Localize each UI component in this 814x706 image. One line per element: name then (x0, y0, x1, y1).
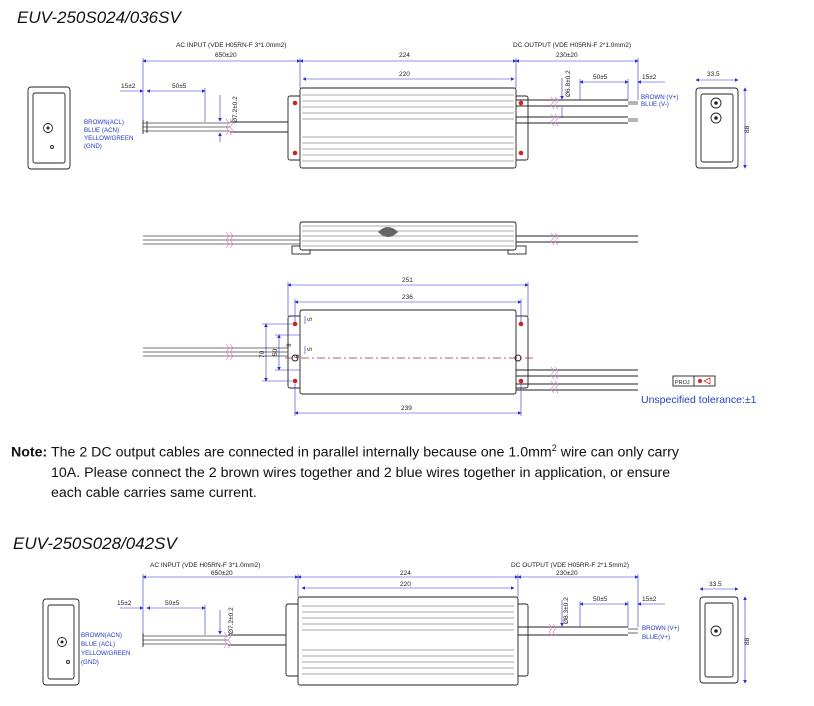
dim-251: 251 (402, 277, 413, 284)
dim-230: 230±20 (556, 52, 578, 59)
lower-ac-input-label: AC INPUT (VDE H05RN-F 3*1.0mm2) (150, 562, 260, 569)
lower-ac-yellow-green-label: YELLOW/GREEN (81, 650, 131, 657)
lower-dim-50-right: 50±5 (593, 596, 608, 603)
dim-70: 70 (259, 350, 266, 358)
proj-label: PROJ (675, 380, 690, 386)
dc-wires (516, 96, 638, 127)
tolerance-note: Unspecified tolerance:±1 (641, 394, 757, 406)
ac-gnd-label: (GND) (84, 143, 102, 150)
lower-dim-15-left: 15±2 (117, 600, 132, 607)
title-bottom-model: EUV-250S028/042SV (13, 534, 177, 553)
dim-9: 9 (286, 343, 293, 347)
ac-input-label: AC INPUT (VDE H05RN-F 3*1.0mm2) (176, 42, 286, 49)
dim-33-5: 33.5 (707, 71, 720, 78)
ac-wires (142, 118, 300, 136)
lower-right-end-view (699, 596, 739, 684)
dim-d7-2: Ø7.2±0.2 (232, 96, 239, 123)
title-top-model: EUV-250S024/036SV (17, 8, 181, 27)
dc-blue-label: BLUE (V-) (641, 101, 669, 108)
dim-5-c: 5 (294, 354, 301, 358)
dim-5-b: 5 (307, 347, 314, 351)
side-view (143, 221, 638, 255)
ac-yellow-green-label: YELLOW/GREEN (84, 135, 134, 142)
lower-left-end-view (42, 598, 80, 686)
note-line-1a: The 2 DC output cables are connected in … (50, 444, 552, 461)
dim-220: 220 (399, 71, 410, 78)
note-line-3: each cable carries same current. (51, 484, 257, 501)
note-paragraph: Note: The 2 DC output cables are connect… (11, 438, 801, 503)
note-line-1b: wire can only carry (556, 444, 679, 461)
ac-blue-label: BLUE (ACN) (84, 127, 119, 134)
lower-dim-220: 220 (400, 581, 411, 588)
lower-dim-d7-2: Ø7.2±0.2 (228, 607, 235, 634)
right-end-view (695, 87, 739, 169)
dim-15-right: 15±2 (642, 74, 657, 81)
lower-view: AC INPUT (VDE H05RN-F 3*1.0mm2) DC OUTPU… (42, 562, 751, 686)
dc-output-label: DC OUTPUT (VDE H05RN-F 2*1.0mm2) (513, 42, 631, 49)
dim-d6-8: Ø6.8±0.2 (565, 70, 572, 97)
labels-top: AC INPUT (VDE H05RN-F 3*1.0mm2) DC OUTPU… (84, 42, 751, 150)
dim-50-bottom: 50 (272, 348, 279, 356)
dim-5-a: 5 (307, 317, 314, 321)
top-view: AC INPUT (VDE H05RN-F 3*1.0mm2) DC OUTPU… (27, 42, 751, 170)
lower-dim-15-right: 15±2 (642, 596, 657, 603)
lower-dim-224: 224 (400, 570, 411, 577)
dimensions-top (120, 58, 747, 169)
lower-dim-d8-3: Ø8.3±0.2 (563, 597, 570, 624)
dc-brown-label: BROWN (V+) (641, 94, 678, 101)
dim-650: 650±20 (215, 52, 237, 59)
lower-dim-50-left: 50±5 (165, 600, 180, 607)
lower-ac-blue-label: BLUE (ACL) (81, 641, 115, 648)
dim-15-left: 15±2 (121, 83, 136, 90)
dim-50-left: 50±5 (172, 83, 187, 90)
lower-dc-blue-label: BLUE(V+) (642, 634, 670, 641)
left-end-view (27, 86, 71, 170)
lower-dc-output-label: DC OUTPUT (VDE H05RR-F 2*1.5mm2) (511, 562, 629, 569)
ac-brown-label: BROWN(ACL) (84, 119, 124, 126)
lower-dc-brown-label: BROWN (V+) (642, 625, 679, 632)
dim-224: 224 (399, 52, 410, 59)
lower-dim-650: 650±20 (211, 570, 233, 577)
lower-ac-brown-label: BROWN(ACN) (81, 632, 122, 639)
lower-dim-33-5: 33.5 (709, 581, 722, 588)
bottom-view: PROJ 251 236 239 70 50 5 5 5 9 (143, 277, 716, 416)
note-line-2: 10A. Please connect the 2 brown wires to… (51, 464, 671, 481)
projection-mark: PROJ (672, 375, 716, 387)
note-label: Note: (11, 444, 48, 461)
dim-88: 88 (744, 125, 751, 133)
housing-top (287, 87, 529, 169)
lower-dim-88: 88 (744, 637, 751, 645)
dim-236: 236 (402, 294, 413, 301)
dim-50-right: 50±5 (593, 74, 608, 81)
dim-239: 239 (401, 405, 412, 412)
lower-dim-230: 230±20 (556, 570, 578, 577)
note-superscript: 2 (551, 443, 557, 453)
lower-ac-gnd-label: (GND) (81, 659, 99, 666)
